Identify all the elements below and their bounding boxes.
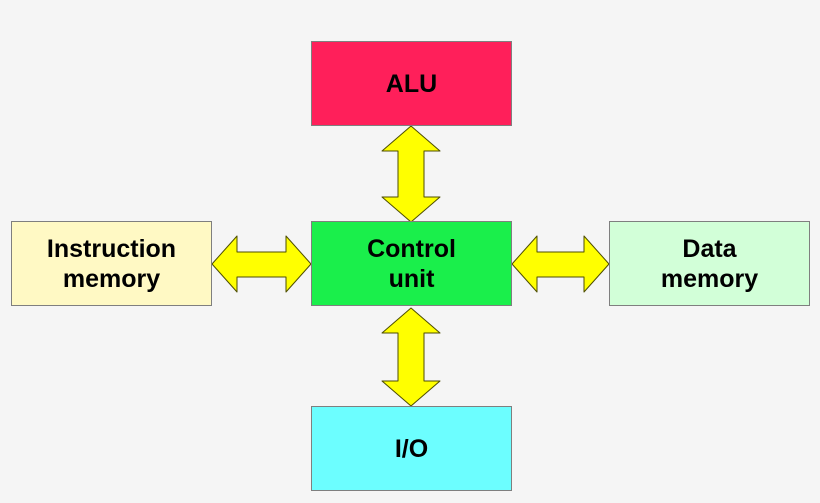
alu-label: ALU <box>385 69 438 98</box>
arrow-imem-control <box>211 235 312 293</box>
instruction-memory-block: Instruction memory <box>11 221 212 306</box>
data-memory-label: Data memory <box>660 234 759 293</box>
io-label: I/O <box>394 434 429 463</box>
arrow-control-io <box>381 307 441 407</box>
control-unit-label: Control unit <box>367 234 456 293</box>
instruction-memory-label: Instruction memory <box>46 234 177 293</box>
control-unit-block: Control unit <box>311 221 512 306</box>
alu-block: ALU <box>311 41 512 126</box>
io-block: I/O <box>311 406 512 491</box>
arrow-alu-control <box>381 125 441 223</box>
arrow-control-dmem <box>511 235 610 293</box>
data-memory-block: Data memory <box>609 221 810 306</box>
